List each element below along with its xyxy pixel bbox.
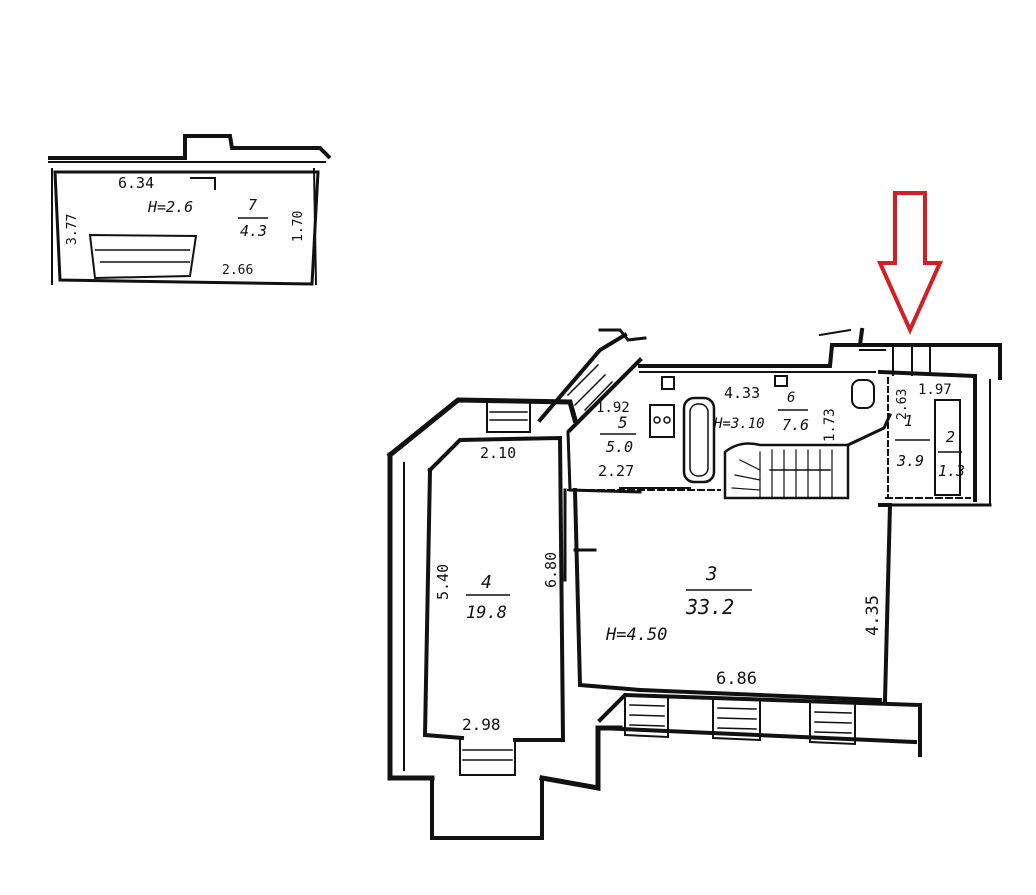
room1-area: 3.9 [896, 452, 924, 470]
room5-dim-bottom: 2.27 [598, 462, 634, 480]
location-arrow-icon [876, 191, 944, 335]
room6-number: 6 [787, 390, 795, 406]
room1-dim-top: 1.97 [918, 382, 952, 398]
room-labels: 2.10 5.40 4 19.8 2.98 6.80 1.92 5 5.0 2.… [434, 382, 965, 734]
room5-area: 5.0 [606, 438, 633, 456]
inset-width-right: 1.70 [291, 211, 306, 242]
room3-number: 3 [705, 563, 717, 585]
room6-dim-side: 1.73 [822, 408, 838, 442]
main-walls [386, 327, 1002, 840]
room3-area: 33.2 [685, 595, 734, 619]
room3-dim-side: 4.35 [863, 595, 883, 636]
room3-dim-bottom: 6.86 [716, 669, 757, 689]
room1-dim-side: 2.63 [895, 389, 910, 420]
inset-width-left: 3.77 [65, 214, 80, 245]
inset-height: H=2.6 [147, 198, 193, 216]
room6-area: 7.6 [782, 416, 809, 434]
room6-height: H=3.10 [713, 416, 765, 432]
inset-area: 4.3 [240, 222, 267, 240]
inset-room-number: 7 [248, 196, 257, 214]
room5-number: 5 [618, 413, 628, 432]
inset-length: 6.34 [118, 174, 154, 192]
inset-plan [48, 134, 332, 286]
room6-dim-top: 4.33 [724, 384, 760, 402]
room5-dim-top: 1.92 [596, 400, 630, 416]
inset-bottom-dim: 2.66 [222, 263, 253, 278]
room4-dim-side: 5.40 [434, 564, 452, 600]
room4-dim-bottom: 2.98 [462, 715, 501, 734]
room2-area: 1.3 [938, 462, 965, 480]
room4-dim-top: 2.10 [480, 444, 516, 462]
room1-number: 1 [904, 412, 913, 430]
partition-dim: 6.80 [542, 552, 560, 588]
room2-number: 2 [946, 428, 955, 446]
inset-labels: 6.34 H=2.6 7 4.3 3.77 1.70 2.66 [65, 174, 306, 278]
room3-height: H=4.50 [605, 625, 667, 645]
room4-area: 19.8 [466, 603, 507, 623]
room4-number: 4 [481, 572, 492, 593]
